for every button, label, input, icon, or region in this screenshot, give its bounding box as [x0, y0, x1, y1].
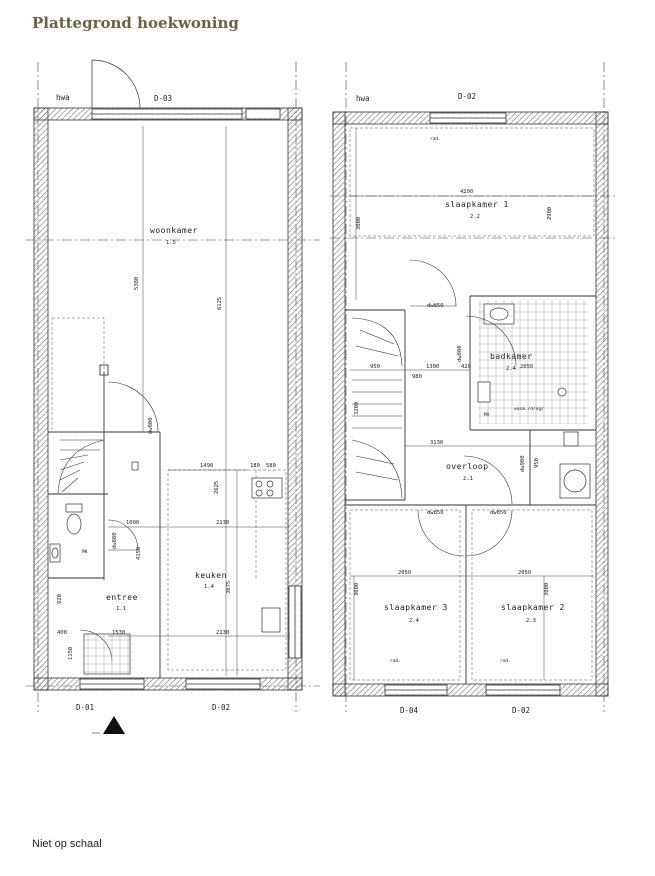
dim-1300: 1300 [426, 364, 439, 370]
room-code-badkamer: 2.4 [506, 366, 517, 372]
outer-walls [33, 107, 303, 691]
windows [79, 108, 302, 690]
dim-dw880: dw880 [112, 532, 118, 549]
dim-dw800: dw800 [148, 417, 154, 434]
dim-5380: 5380 [134, 277, 140, 290]
toilet-icon [65, 503, 83, 535]
room-name-overloop: overloop [446, 462, 489, 471]
room-name-slaapkamer-2: slaapkamer 2 [501, 603, 565, 612]
dim-4150: 4150 [136, 547, 142, 560]
dim-3000-c: 3000 [544, 583, 550, 596]
room-name-woonkamer: woonkamer [150, 226, 198, 235]
sink-icon-ff [483, 303, 515, 325]
window-label-d04: D-04 [400, 706, 419, 715]
dim-dw850-a: dw850 [427, 303, 444, 309]
room-name-entree: entree [106, 593, 138, 602]
room-code-entree: 1.1 [116, 606, 126, 612]
door-label-d01: D-01 [76, 703, 94, 712]
sink-icon [49, 543, 61, 563]
dim-1150: 1150 [68, 647, 74, 660]
ground-floor-plan: hwa D-03 D-01 D-02 woonkamer 1.5 keuken … [26, 59, 320, 734]
room-code-woonkamer: 1.5 [166, 240, 176, 246]
room-code-slaapkamer-1: 2.2 [470, 214, 480, 220]
dim-2900: 2900 [547, 207, 553, 220]
dim-2050-b: 2050 [398, 570, 411, 576]
dim-400: 400 [57, 630, 67, 636]
hwa-label-ff: hwa [356, 94, 370, 103]
dim-950-b: 950 [534, 458, 540, 468]
dim-2130-b: 2130 [216, 630, 229, 636]
door-label-d03: D-03 [154, 94, 172, 103]
stairs [57, 439, 105, 495]
dim-2050-a: 2050 [520, 364, 533, 370]
shower-icon [83, 633, 131, 675]
rad-label-bottom-right: rad. [500, 658, 511, 664]
stove-icon [251, 477, 283, 633]
room-name-slaapkamer-1: slaapkamer 1 [445, 200, 509, 209]
dim-3200: 3200 [354, 402, 360, 415]
mk-label: MK [82, 549, 88, 555]
dim-3075: 3075 [226, 581, 232, 594]
dim-1490: 1490 [200, 463, 213, 469]
dim-3130: 3130 [430, 440, 443, 446]
dim-2130-a: 2130 [216, 520, 229, 526]
room-code-overloop: 2.1 [463, 476, 473, 482]
first-floor-plan: hwa D-02 D-04 D-02 slaapkamer 1 2.2 badk… [330, 62, 618, 715]
dim-1530: 1530 [112, 630, 125, 636]
dim-2625: 2625 [214, 481, 220, 494]
dim-4200: 4200 [460, 189, 473, 195]
dim-6125: 6125 [217, 297, 223, 310]
rad-label-bottom-left: rad. [390, 658, 401, 664]
dim-dw850-b: dw850 [427, 510, 444, 516]
room-code-keuken: 1.4 [204, 584, 215, 590]
room-code-slaapkamer-3: 2.4 [409, 618, 420, 624]
dim-950: 950 [370, 364, 380, 370]
dim-980: 980 [412, 374, 422, 380]
dim-3000-top: 3000 [356, 217, 362, 230]
dim-dw850-c: dw850 [490, 510, 507, 516]
mv-label: MV [484, 412, 490, 418]
window-label-d02-gf: D-02 [212, 703, 230, 712]
dim-420: 420 [461, 364, 471, 370]
footnote: Niet op schaal [32, 838, 102, 850]
dim-dw880-ff: dw880 [457, 345, 463, 362]
north-arrow-icon [92, 716, 125, 734]
washing-machine-icon [559, 431, 591, 499]
dim-2050-c: 2050 [518, 570, 531, 576]
room-code-slaapkamer-2: 2.3 [526, 618, 536, 624]
dim-920: 920 [57, 594, 63, 604]
page-title: Plattegrond hoekwoning [32, 14, 239, 32]
window-label-d02-bottom: D-02 [512, 706, 530, 715]
room-name-slaapkamer-3: slaapkamer 3 [384, 603, 448, 612]
room-name-badkamer: badkamer [490, 352, 533, 361]
dim-180: 180 [250, 463, 260, 469]
dim-1000: 1000 [126, 520, 139, 526]
window-label-d02-top: D-02 [458, 92, 476, 101]
dim-580: 580 [266, 463, 276, 469]
dim-dw900: dw900 [520, 455, 526, 472]
rad-label-top: rad. [430, 136, 441, 142]
room-name-keuken: keuken [195, 571, 227, 580]
dim-3000-b: 3000 [354, 583, 360, 596]
washer-dryer-label: wasm./drogr [514, 406, 544, 412]
hwa-label-gf: hwa [56, 93, 70, 102]
